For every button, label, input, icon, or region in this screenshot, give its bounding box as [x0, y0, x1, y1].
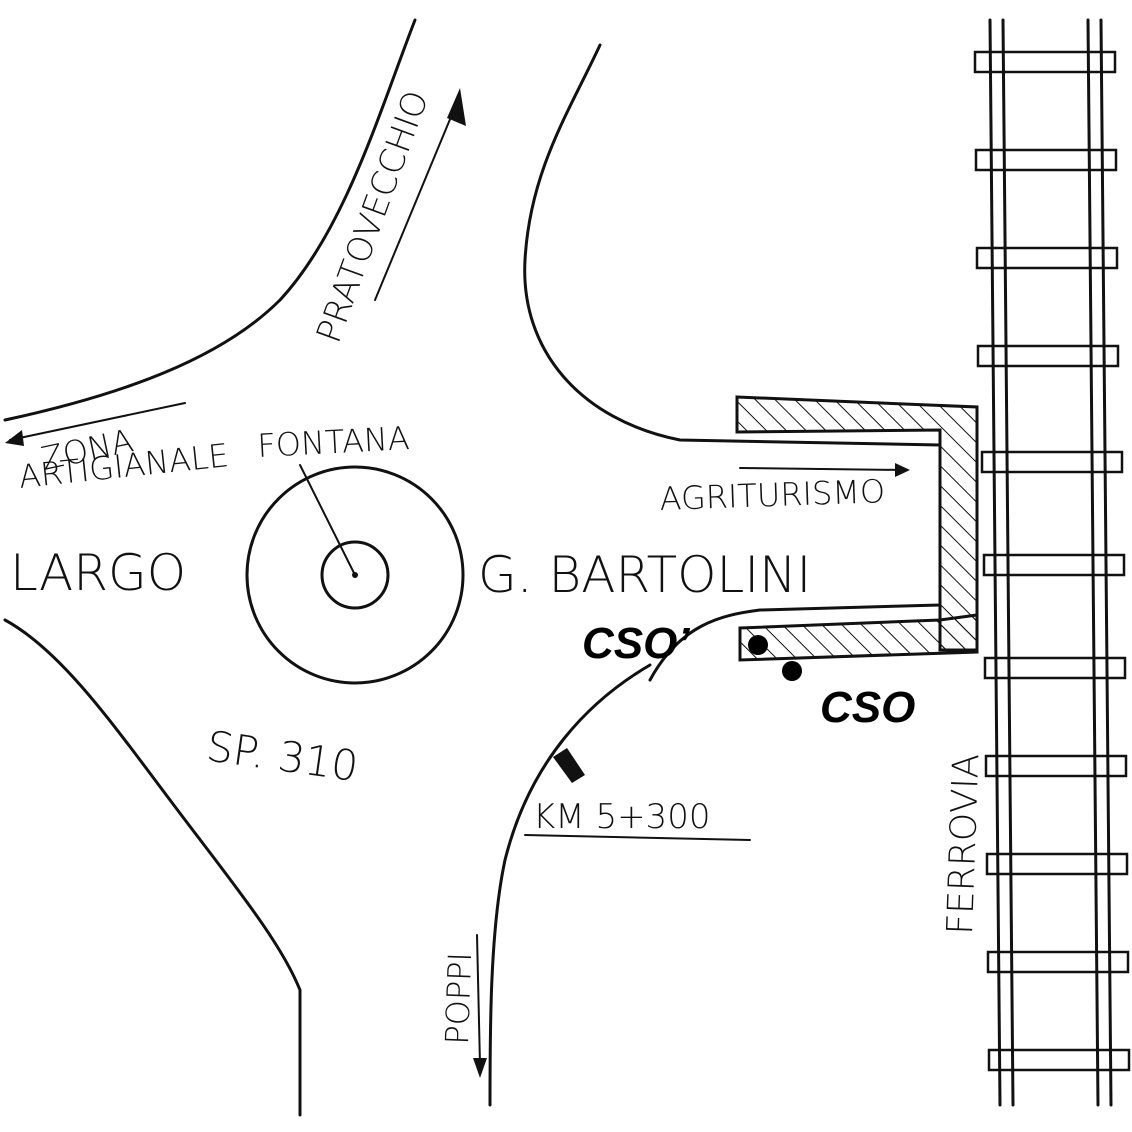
poppi-arrow-line [476, 934, 481, 1066]
label-ferrovia: FERROVIA [940, 753, 987, 935]
rail-sleeper [974, 148, 1118, 172]
rail-sleeper [985, 852, 1129, 876]
road-edge-south-west [3, 618, 302, 1117]
label-largo: LARGO [10, 544, 186, 602]
building-upper-hatched [735, 395, 979, 652]
zona-arrow-line [9, 402, 186, 441]
rail-sleeper [976, 344, 1120, 368]
zona-arrow-head [5, 430, 24, 446]
rail-sleeper [987, 1048, 1131, 1072]
rail-sleeper [982, 553, 1126, 577]
km-marker-post [553, 748, 585, 783]
label-km: KM 5+300 [533, 797, 710, 837]
cso-prime-point [748, 635, 768, 655]
label-sp310: SP. 310 [204, 721, 362, 791]
label-bartolini: G. BARTOLINI [478, 546, 811, 604]
fontana-pointer [299, 464, 356, 576]
agriturismo-arrow-line [739, 467, 906, 471]
label-poppi: POPPI [438, 951, 479, 1045]
label-cso: CSO [820, 683, 915, 732]
road-edge-north-east [523, 43, 942, 682]
rail-sleeper [984, 754, 1128, 778]
label-fontana: FONTANA [256, 419, 410, 465]
roundabout-outer [245, 465, 465, 685]
rail-sleeper [980, 450, 1124, 474]
building-lower-hatched [738, 613, 979, 662]
km-underline [524, 834, 751, 841]
agriturismo-arrow-head [895, 463, 910, 477]
cso-point [782, 661, 802, 681]
rail-sleeper [986, 950, 1130, 974]
poppi-arrow-head [473, 1058, 487, 1078]
rail-sleeper [973, 50, 1117, 74]
rail-sleeper [975, 246, 1119, 270]
rail-sleeper [983, 656, 1127, 680]
roundabout-inner [320, 540, 390, 610]
label-pratovecchio: PRATOVECCHIO [309, 85, 437, 348]
railway [973, 18, 1131, 1107]
pratovecchio-arrow-line [374, 99, 459, 301]
road-edge-north-west [3, 18, 417, 422]
label-agriturismo: AGRITURISMO [659, 472, 886, 518]
label-cso-prime: CSO’ [582, 619, 690, 668]
pratovecchio-arrow-head [447, 88, 466, 126]
road-edge-south-east [488, 663, 652, 1107]
